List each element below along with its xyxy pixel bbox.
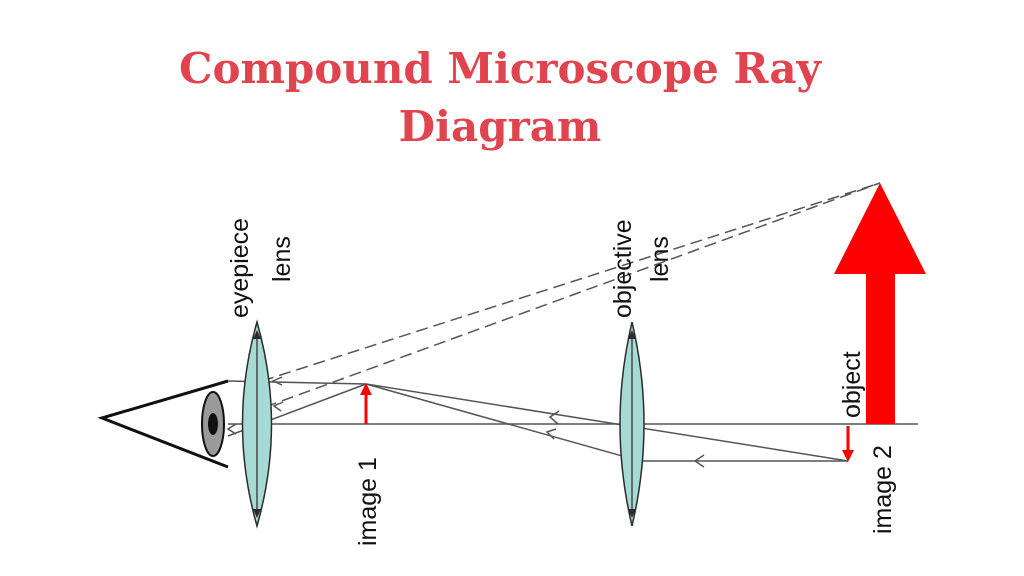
ray-arrow <box>226 423 237 435</box>
page-title: Compound Microscope Ray Diagram <box>0 40 1000 156</box>
image-2-arrow <box>834 183 926 424</box>
ray-arrow <box>271 376 283 386</box>
eye-outline <box>97 379 229 469</box>
objective-label-line2: lens <box>646 236 674 282</box>
object-arrowhead <box>842 450 854 462</box>
objective-arrowhead-top <box>628 330 636 339</box>
ray-through-center <box>365 383 849 462</box>
objective-arrowhead-bottom <box>628 509 636 518</box>
ray-arrow <box>545 428 557 440</box>
virtual-ray-lower <box>264 182 881 408</box>
ray-direction-arrows <box>226 376 705 468</box>
virtual-ray-upper <box>261 182 881 382</box>
ray-arrow <box>272 401 284 412</box>
image-2-label: image 2 <box>869 445 897 534</box>
eyepiece-arrowhead-bottom <box>253 509 261 518</box>
image-1-label: image 1 <box>354 457 382 546</box>
eyepiece-label-line2: lens <box>268 236 296 282</box>
title-line-1: Compound Microscope Ray <box>179 44 821 93</box>
ray-arrow <box>693 454 705 468</box>
image-1-arrowhead <box>360 383 372 395</box>
ray-arrow <box>548 410 560 425</box>
title-line-2: Diagram <box>398 102 602 151</box>
eye-pupil <box>208 413 218 435</box>
objective-label-line1: objective <box>609 219 637 318</box>
eyepiece-arrowhead-top <box>253 330 261 339</box>
object-label: object <box>838 351 866 418</box>
eye-icon <box>97 379 229 469</box>
eyepiece-label-line1: eyepiece <box>226 218 254 318</box>
